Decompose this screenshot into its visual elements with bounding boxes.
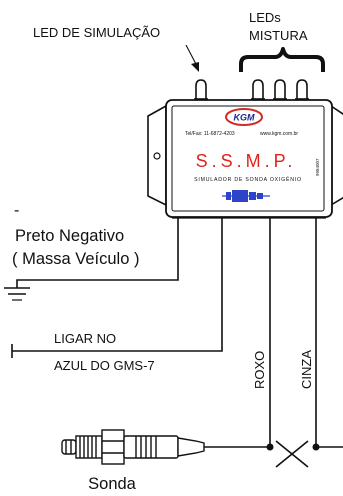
mount-hole-left: [153, 152, 161, 160]
device-title: S.S.M.P.: [196, 151, 297, 171]
led-mistura-2-icon: [273, 79, 287, 100]
cinza-label: CINZA: [299, 350, 314, 389]
preto-negativo-label: Preto Negativo: [15, 227, 124, 245]
side-code: 9984007: [315, 158, 320, 176]
led-simulacao-arrow: [185, 44, 198, 67]
minus-sign: -: [14, 202, 19, 219]
connector-icon: [222, 190, 270, 202]
leds-label: LEDs: [249, 10, 281, 25]
ground-icon: [4, 287, 30, 301]
azul-gms-label: AZUL DO GMS-7: [54, 358, 155, 373]
led-simulacao-label: LED DE SIMULAÇÃO: [33, 25, 160, 40]
device-subtitle: SIMULADOR DE SONDA OXIGÊNIO: [194, 175, 302, 183]
kgm-logo: KGM: [225, 108, 263, 126]
ssmp-device: KGM Tel/Fax: 11-6872-4203 www.kgm.com.br…: [147, 99, 343, 219]
led-simulacao-icon: [194, 79, 208, 100]
roxo-label: ROXO: [252, 351, 267, 389]
ligar-no-label: LIGAR NO: [54, 331, 116, 346]
led-simulacao-arrowhead: [191, 62, 199, 72]
led-mistura-3-icon: [295, 79, 309, 100]
contact-phone: Tel/Fax: 11-6872-4203: [185, 131, 235, 137]
wire-negative: [16, 217, 179, 288]
wire-cross-icon: [204, 440, 343, 468]
massa-veiculo-label: ( Massa Veículo ): [12, 250, 139, 268]
sonda-label: Sonda: [88, 475, 137, 493]
leds-brace: [239, 47, 325, 72]
mistura-text: MISTURA: [249, 28, 308, 43]
wire-gms-azul: [12, 217, 223, 352]
website: www.kgm.com.br: [260, 131, 298, 137]
kgm-logo-text: KGM: [234, 113, 256, 123]
led-mistura-1-icon: [251, 79, 265, 100]
oxygen-sensor-icon: [61, 429, 205, 465]
device-face: [171, 105, 325, 212]
